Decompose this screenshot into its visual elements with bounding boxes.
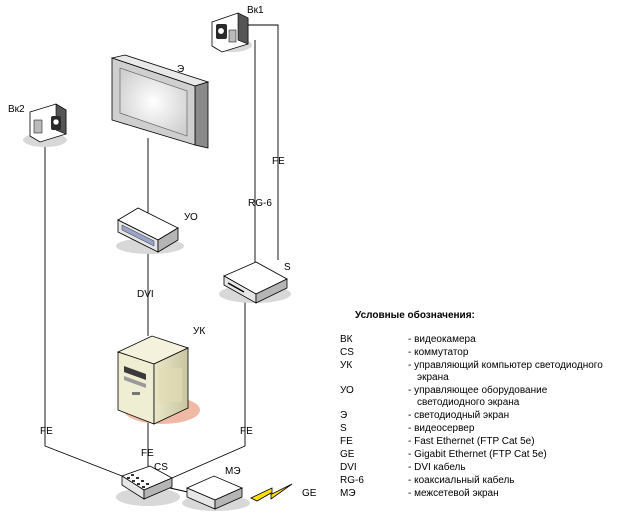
uo-side — [157, 227, 179, 253]
legend-desc: - Gigabit Ethernet (FTP Cat 5e) — [408, 449, 547, 460]
legend-desc: - видеосервер — [408, 423, 475, 434]
fe-cable-vk1 — [245, 24, 279, 260]
me-firewall — [182, 475, 250, 511]
label-cs: CS — [154, 462, 168, 473]
legend-desc: - управляющее оборудование — [408, 384, 548, 396]
camera-grip — [228, 29, 237, 43]
legend-abbr: FE — [340, 436, 353, 447]
camera-grip — [33, 119, 43, 134]
label-dvi: DVI — [137, 289, 154, 300]
legend-desc: - видеокамера — [408, 334, 476, 345]
screen-panel — [119, 67, 188, 137]
legend-desc: - DVI кабель — [408, 461, 466, 473]
label-vk2: Вк2 — [8, 104, 25, 115]
legend-desc-cont: экрана — [417, 372, 449, 383]
label-uo: УО — [184, 212, 198, 223]
camera-vk1 — [211, 12, 252, 53]
uk-drive-bay-2 — [124, 376, 146, 388]
legend-desc: - управляющий компьютер светодиодного — [408, 360, 603, 371]
label-fe-vk2: FE — [40, 426, 53, 437]
camera-side — [237, 12, 249, 45]
label-me: МЭ — [225, 466, 241, 477]
camera-vk2 — [23, 103, 67, 147]
uk-computer — [116, 335, 200, 425]
label-fe-vk1: FE — [272, 156, 285, 167]
legend-abbr: ВК — [340, 334, 353, 345]
legend-title: Условные обозначения: — [355, 309, 475, 321]
fe-cable-s — [171, 294, 246, 479]
legend-abbr: S — [340, 423, 347, 434]
label-fe-uk: FE — [141, 448, 154, 459]
s-slot — [227, 282, 245, 293]
uk-side-panel — [158, 368, 182, 402]
s-device — [219, 261, 291, 304]
legend: Условные обозначения: ВК - видеокамера C… — [340, 309, 603, 499]
camera-lens-ring — [52, 118, 60, 126]
screen-side — [194, 81, 209, 149]
s-side — [255, 278, 288, 304]
camera-lens-ring — [217, 27, 225, 35]
label-ge: GE — [302, 488, 317, 499]
legend-desc: - светодиодный экран — [408, 410, 509, 421]
legend-abbr: GE — [340, 449, 355, 460]
label-screen: Э — [177, 64, 184, 75]
uk-front — [117, 351, 155, 425]
legend-desc: - межсетевой экран — [408, 488, 499, 499]
cs-switch — [116, 465, 180, 506]
led-screen — [110, 54, 210, 149]
legend-desc-cont: светодиодного экрана — [417, 397, 520, 408]
uo-panel — [121, 224, 155, 247]
uk-drive-bay — [124, 366, 146, 380]
me-side — [214, 487, 243, 510]
label-rg6: RG-6 — [248, 198, 272, 209]
label-vk1: Вк1 — [247, 5, 264, 16]
legend-abbr: RG-6 — [340, 475, 364, 486]
label-s: S — [284, 262, 291, 273]
ge-lightning-icon — [250, 483, 293, 502]
label-fe-s: FE — [240, 426, 253, 437]
legend-abbr: УК — [340, 360, 352, 371]
legend-desc: - Fast Ethernet (FTP Cat 5e) — [408, 436, 535, 447]
cs-side — [143, 477, 173, 500]
uo-device — [116, 207, 184, 254]
uk-power-button — [132, 392, 140, 395]
legend-abbr: МЭ — [340, 488, 356, 499]
wires — [44, 24, 279, 494]
legend-desc: - коммутатор — [408, 347, 469, 358]
legend-abbr: DVI — [340, 462, 357, 473]
fe-cable-vk2 — [44, 142, 123, 477]
cs-ports — [127, 474, 149, 488]
label-uk: УК — [193, 326, 205, 337]
legend-abbr: CS — [340, 347, 354, 358]
legend-abbr: Э — [340, 410, 347, 421]
legend-desc: - коаксиальный кабель — [408, 474, 515, 486]
legend-abbr: УО — [340, 385, 354, 396]
